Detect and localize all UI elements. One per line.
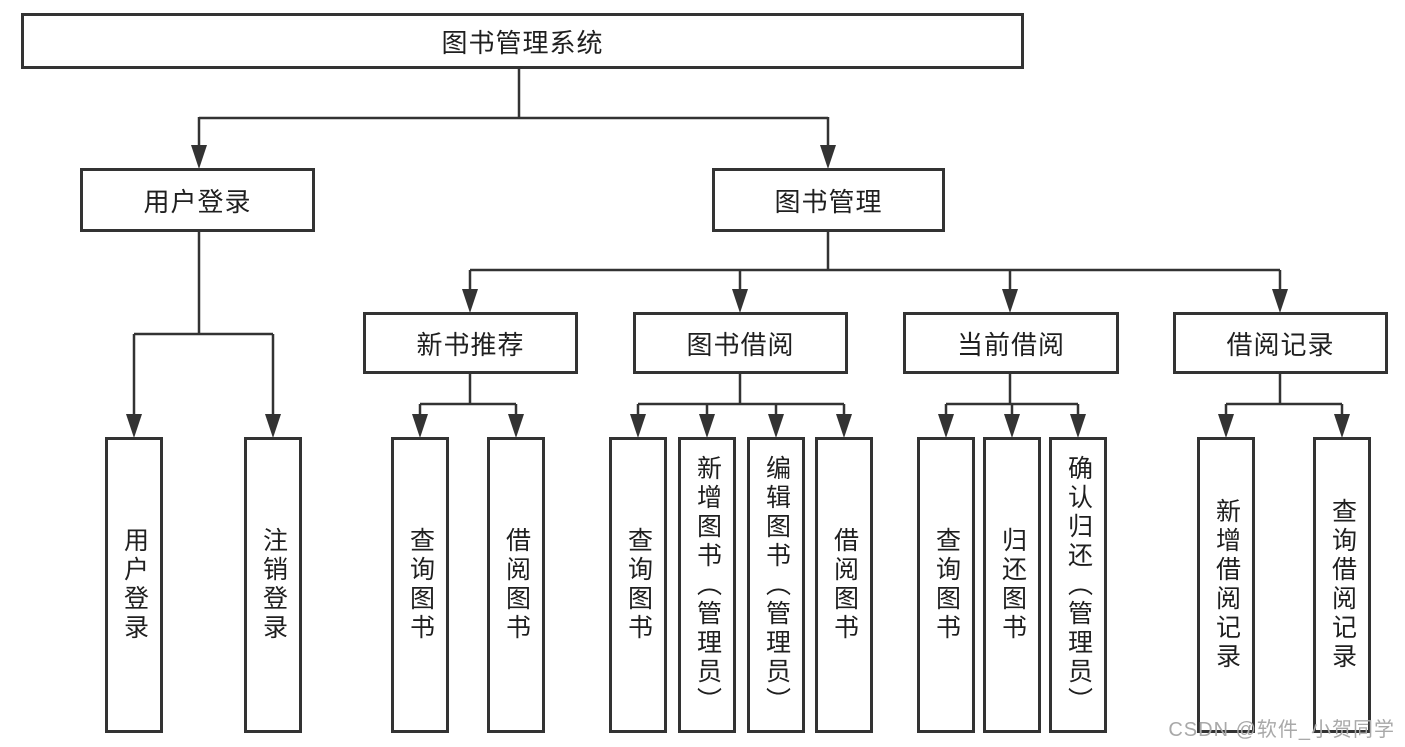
leaf-query-books-recommend-label: 查询图书: [406, 527, 435, 643]
node-root-label: 图书管理系统: [441, 27, 604, 58]
csdn-watermark: CSDN @软件_小贺同学: [1168, 719, 1395, 741]
leaf-return-book-label: 归还图书: [998, 527, 1027, 643]
node-current-borrow: 当前借阅: [903, 312, 1119, 374]
node-borrow-records: 借阅记录: [1173, 312, 1388, 374]
node-book-management-label: 图书管理: [774, 186, 883, 217]
leaf-user-login: 用户登录: [105, 437, 163, 733]
node-current-borrow-label: 当前借阅: [956, 329, 1065, 360]
leaf-confirm-return-admin: 确认归还（管理员）: [1049, 437, 1107, 733]
node-user-login-label: 用户登录: [143, 186, 252, 217]
leaf-query-books-recommend: 查询图书: [391, 437, 449, 733]
leaf-query-books-borrow-label: 查询图书: [624, 527, 653, 643]
node-user-login: 用户登录: [80, 168, 315, 232]
leaf-add-book-admin-label: 新增图书（管理员）: [693, 454, 722, 716]
node-new-book-recommend-label: 新书推荐: [416, 329, 525, 360]
leaf-query-books-current: 查询图书: [917, 437, 975, 733]
leaf-user-login-label: 用户登录: [120, 527, 149, 643]
leaf-borrow-books-borrow-label: 借阅图书: [830, 527, 859, 643]
leaf-add-book-admin: 新增图书（管理员）: [678, 437, 736, 733]
leaf-query-books-current-label: 查询图书: [932, 527, 961, 643]
leaf-confirm-return-admin-label: 确认归还（管理员）: [1064, 454, 1093, 716]
node-book-borrow-label: 图书借阅: [686, 329, 795, 360]
node-new-book-recommend: 新书推荐: [363, 312, 578, 374]
leaf-edit-book-admin-label: 编辑图书（管理员）: [762, 454, 791, 716]
leaf-borrow-books-borrow: 借阅图书: [815, 437, 873, 733]
leaf-add-borrow-record: 新增借阅记录: [1197, 437, 1255, 733]
node-book-management: 图书管理: [712, 168, 945, 232]
leaf-logout-label: 注销登录: [259, 527, 288, 643]
leaf-add-borrow-record-label: 新增借阅记录: [1212, 498, 1241, 672]
leaf-query-borrow-record: 查询借阅记录: [1313, 437, 1371, 733]
leaf-query-borrow-record-label: 查询借阅记录: [1328, 498, 1357, 672]
arrowheads: [126, 145, 1350, 438]
node-borrow-records-label: 借阅记录: [1226, 329, 1335, 360]
leaf-edit-book-admin: 编辑图书（管理员）: [747, 437, 805, 733]
leaf-return-book: 归还图书: [983, 437, 1041, 733]
leaf-borrow-books-recommend-label: 借阅图书: [502, 527, 531, 643]
leaf-query-books-borrow: 查询图书: [609, 437, 667, 733]
node-root-library-system: 图书管理系统: [21, 13, 1024, 69]
leaf-borrow-books-recommend: 借阅图书: [487, 437, 545, 733]
node-book-borrow: 图书借阅: [633, 312, 848, 374]
tree-edges: [132, 69, 1344, 422]
leaf-logout: 注销登录: [244, 437, 302, 733]
